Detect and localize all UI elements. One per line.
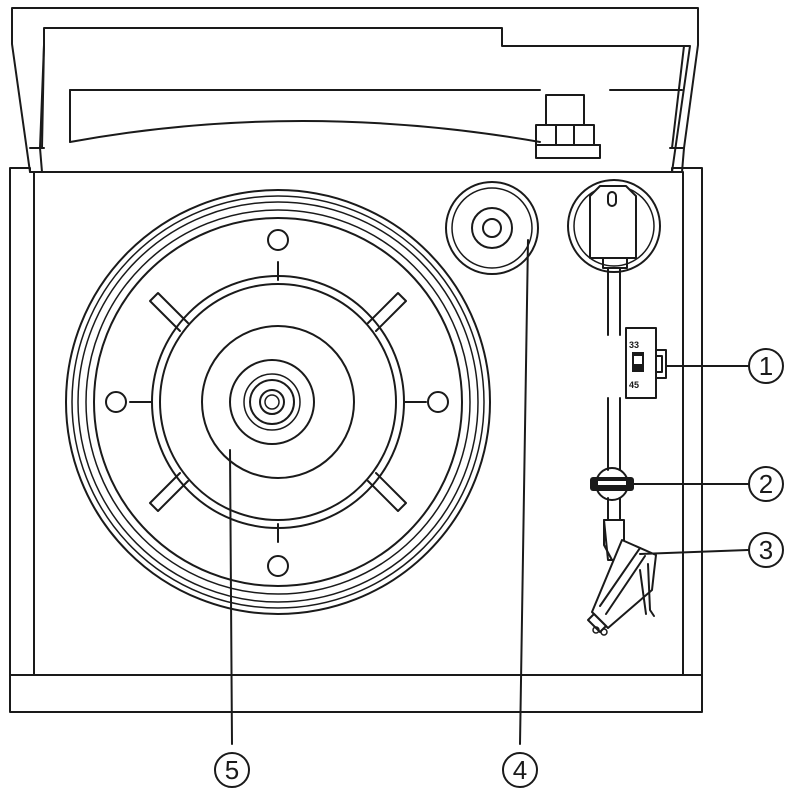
callout-3-number: 3	[759, 535, 773, 565]
dust-cover	[11, 7, 699, 173]
platter	[65, 189, 491, 615]
callout-2-number: 2	[759, 469, 773, 499]
tonearm-rest	[590, 467, 634, 501]
callout-1-number: 1	[759, 351, 773, 381]
speed-label-33: 33	[629, 340, 639, 350]
center-spindle	[229, 359, 315, 445]
callout-2: 2	[748, 466, 784, 502]
lid-hinge	[535, 94, 601, 159]
callout-1: 1	[748, 348, 784, 384]
callout-5-number: 5	[225, 755, 239, 785]
tonearm	[567, 179, 661, 636]
callout-4: 4	[502, 752, 538, 788]
callout-5: 5	[214, 752, 250, 788]
platter-holes	[105, 229, 449, 577]
45-adapter	[445, 181, 539, 275]
platter-spokes	[129, 261, 427, 543]
leader-lines	[229, 239, 749, 745]
turntable-base	[9, 167, 703, 713]
speed-label-45: 45	[629, 380, 639, 390]
speed-selector-switch: 33 45	[625, 327, 667, 399]
callout-3: 3	[748, 532, 784, 568]
callout-4-number: 4	[513, 755, 527, 785]
